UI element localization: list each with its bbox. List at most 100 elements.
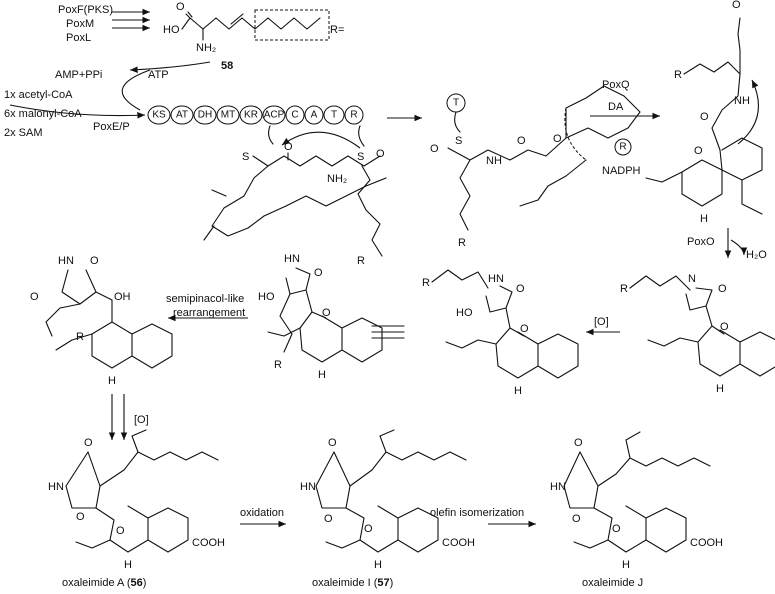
atom-r-tr: R bbox=[674, 69, 682, 81]
atom-o-da2: O bbox=[517, 135, 526, 147]
oxaleimide-a-structure: O HN O O COOH H bbox=[48, 429, 225, 571]
atom-oh-r2d: OH bbox=[114, 291, 131, 303]
enzyme-poxf: PoxF(PKS) bbox=[58, 4, 113, 16]
oxidation-o-label: [O] bbox=[594, 316, 609, 328]
substrate-acetyl: 1x acetyl-CoA bbox=[4, 89, 73, 101]
domain-c-oval bbox=[285, 105, 305, 125]
domain-at-label: AT bbox=[176, 110, 188, 121]
domain-r-label: R bbox=[350, 110, 357, 121]
domain-dh-oval bbox=[193, 105, 217, 125]
t-domain-circle: T bbox=[453, 98, 459, 109]
atom-o-a3: O bbox=[116, 525, 125, 537]
atom-h-a: H bbox=[124, 559, 132, 571]
compound-name-oxaleimide-i: oxaleimide I (57) bbox=[312, 577, 393, 589]
domain-ks-label: KS bbox=[152, 110, 166, 121]
atom-hn-r2d: HN bbox=[58, 255, 74, 267]
oxidation-o-label-2: [O] bbox=[134, 414, 149, 426]
domain-kr-label: KR bbox=[244, 110, 258, 121]
r-domain-circle bbox=[614, 138, 632, 156]
domain-c-label: C bbox=[291, 110, 298, 121]
atom-o-i1: O bbox=[328, 437, 337, 449]
domain-mt-oval bbox=[216, 105, 240, 125]
atom-o: O bbox=[176, 1, 185, 13]
poxq-label: PoxQ bbox=[602, 79, 630, 91]
domain-a-label: A bbox=[311, 110, 318, 121]
r-domain-text: R bbox=[619, 142, 626, 153]
atom-nh2-chain: NH₂ bbox=[327, 173, 347, 185]
atom-hn-a: HN bbox=[48, 481, 64, 493]
enzyme-poxl: PoxL bbox=[66, 32, 91, 44]
atom-o-keto: O bbox=[284, 141, 293, 153]
atom-o-r2d2: O bbox=[90, 255, 99, 267]
atom-h-j: H bbox=[622, 559, 630, 571]
atom-o-thioester: O bbox=[376, 148, 385, 160]
substrate-sam: 2x SAM bbox=[4, 127, 43, 139]
atom-o-r2d: O bbox=[30, 291, 39, 303]
aminoacyl-chain: S O NH₂ R bbox=[327, 125, 385, 267]
substrate-list: 1x acetyl-CoA 6x malonyl-CoA 2x SAM bbox=[4, 89, 82, 139]
oxidation-label: oxidation bbox=[240, 507, 284, 519]
atom-o-da3: O bbox=[553, 133, 562, 145]
atom-o-r2c: O bbox=[314, 267, 323, 279]
atom-nh2: NH₂ bbox=[196, 42, 216, 54]
oxaleimide-j-structure: O HN O O COOH H bbox=[550, 431, 723, 571]
da-precursor: T S O NH O O R bbox=[430, 85, 641, 249]
domain-t-label: T bbox=[331, 110, 337, 121]
atom-h-tr: H bbox=[700, 213, 708, 225]
atom-o-i3: O bbox=[364, 523, 373, 535]
atp-label: ATP bbox=[148, 69, 169, 81]
atom-cooh-j: COOH bbox=[690, 537, 723, 549]
atom-o-r2c2: O bbox=[322, 307, 331, 319]
atom-hn-r2b: HN bbox=[488, 273, 504, 285]
domain-r-oval bbox=[344, 105, 364, 125]
atom-cooh-i: COOH bbox=[442, 537, 475, 549]
atom-o-da: O bbox=[430, 143, 439, 155]
atom-hn-r2c: HN bbox=[284, 253, 300, 265]
da-label: DA bbox=[608, 101, 624, 113]
atom-s-left: S bbox=[242, 151, 249, 163]
oxaleimide-i-structure: O HN O O COOH H bbox=[300, 429, 475, 571]
substrate-malonyl: 6x malonyl-CoA bbox=[4, 108, 82, 120]
da-product-aldehyde: R O NH O O H bbox=[645, 0, 763, 225]
atom-r-r2c: R bbox=[274, 359, 282, 371]
atom-o-r2b: O bbox=[516, 283, 525, 295]
atom-o-ald: O bbox=[732, 0, 741, 11]
poxep-label: PoxE/P bbox=[93, 121, 130, 133]
poxo-label: PoxO bbox=[687, 236, 715, 248]
succinimide-enol: HN O O OH R H bbox=[30, 255, 173, 387]
compound-label-58: 58 bbox=[221, 60, 233, 72]
atom-hn-j: HN bbox=[550, 481, 566, 493]
compound-name-oxaleimide-j: oxaleimide J bbox=[582, 577, 643, 589]
amp-label: AMP+PPi bbox=[55, 69, 102, 81]
atom-s-right: S bbox=[357, 151, 364, 163]
h2o-label: H₂O bbox=[746, 249, 767, 261]
compound-58-structure: HO O NH₂ R= bbox=[163, 1, 344, 54]
domain-acp-oval bbox=[262, 105, 286, 125]
polyketide-chain: S O bbox=[203, 125, 387, 241]
atom-h-r2d: H bbox=[108, 375, 116, 387]
atom-s-da: S bbox=[455, 135, 462, 147]
equivalence-sign bbox=[371, 325, 405, 339]
domain-acp-label: ACP bbox=[264, 110, 285, 121]
domain-ks-oval bbox=[147, 105, 171, 125]
atom-r-r2d: R bbox=[76, 331, 84, 343]
domain-t-oval bbox=[323, 105, 345, 125]
compound-name-oxaleimide-a: oxaleimide A (56) bbox=[62, 577, 146, 589]
atom-hn-i: HN bbox=[300, 481, 316, 493]
atom-ho: HO bbox=[163, 24, 180, 36]
atom-h-i: H bbox=[374, 559, 382, 571]
enzyme-poxm: PoxM bbox=[66, 18, 94, 30]
r-equals: R= bbox=[330, 24, 344, 36]
olefin-isomerization-label: olefin isomerization bbox=[430, 507, 524, 519]
domain-mt-label: MT bbox=[221, 110, 235, 121]
atom-r-r2b: R bbox=[422, 277, 430, 289]
arrows-top-left bbox=[112, 8, 150, 32]
hydroxy-pyrrolinone: R HN O HO O H bbox=[422, 269, 579, 397]
semipinacol-label-1: semipinacol-like bbox=[166, 293, 244, 305]
atom-h-r2a: H bbox=[716, 383, 724, 395]
atom-o-tr2: O bbox=[694, 145, 703, 157]
atom-cooh-a: COOH bbox=[192, 537, 225, 549]
atom-h-r2c: H bbox=[318, 369, 326, 381]
hemiaminal-conformer: HN O HO R O H bbox=[258, 253, 383, 381]
atom-o-r2b2: O bbox=[520, 323, 529, 335]
